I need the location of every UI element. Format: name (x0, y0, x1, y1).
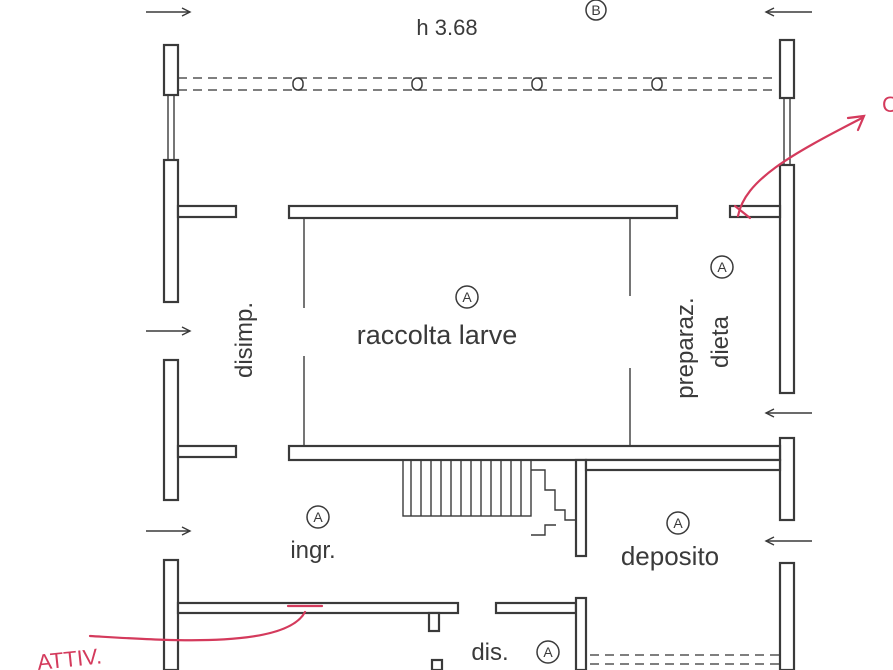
red-curve-lower (88, 610, 307, 642)
marker-a-deposito-letter: A (673, 515, 683, 531)
room-label-raccolta-larve: raccolta larve (357, 320, 518, 350)
top-beam (178, 77, 778, 91)
left-outer-wall (162, 43, 180, 670)
room-label-ingr: ingr. (290, 537, 335, 564)
marker-a-raccolta: A (455, 285, 479, 309)
red-tick (733, 204, 752, 220)
red-arrow-curve (736, 116, 864, 218)
room-label-preparaz: preparaz. (672, 297, 699, 398)
left-stub-lower (176, 444, 238, 459)
marker-a-preparaz: A (710, 255, 734, 279)
height-note: h 3.68 (416, 15, 477, 40)
room-raccolta-walls (287, 204, 782, 462)
pillar-3 (531, 77, 543, 91)
marker-b: B (585, 0, 607, 21)
marker-a-dis: A (536, 640, 560, 664)
pillar-1 (292, 77, 304, 91)
room-label-deposito: deposito (621, 541, 719, 571)
right-stub-upper (728, 204, 782, 219)
marker-a-dis-letter: A (543, 644, 553, 660)
red-arrow-head (846, 114, 866, 132)
red-note-attiv: ATTIV. (36, 643, 103, 670)
marker-a-ingr-letter: A (313, 509, 323, 525)
deposito-walls (574, 458, 782, 558)
lower-walls (176, 596, 780, 670)
staircase (402, 459, 575, 536)
pillar-4 (651, 77, 663, 91)
right-outer-wall (778, 38, 796, 670)
pillar-2 (411, 77, 423, 91)
section-arrows (146, 7, 812, 546)
left-stub-upper (176, 204, 238, 219)
marker-a-preparaz-letter: A (717, 259, 727, 275)
room-label-disimp: disimp. (231, 302, 258, 378)
room-label-dieta: dieta (707, 315, 734, 368)
marker-a-raccolta-letter: A (462, 289, 472, 305)
room-label-dis: dis. (471, 639, 508, 666)
marker-b-letter: B (591, 2, 600, 18)
marker-a-deposito: A (666, 511, 690, 535)
marker-a-ingr: A (306, 505, 330, 529)
red-note-c: C (882, 92, 893, 117)
